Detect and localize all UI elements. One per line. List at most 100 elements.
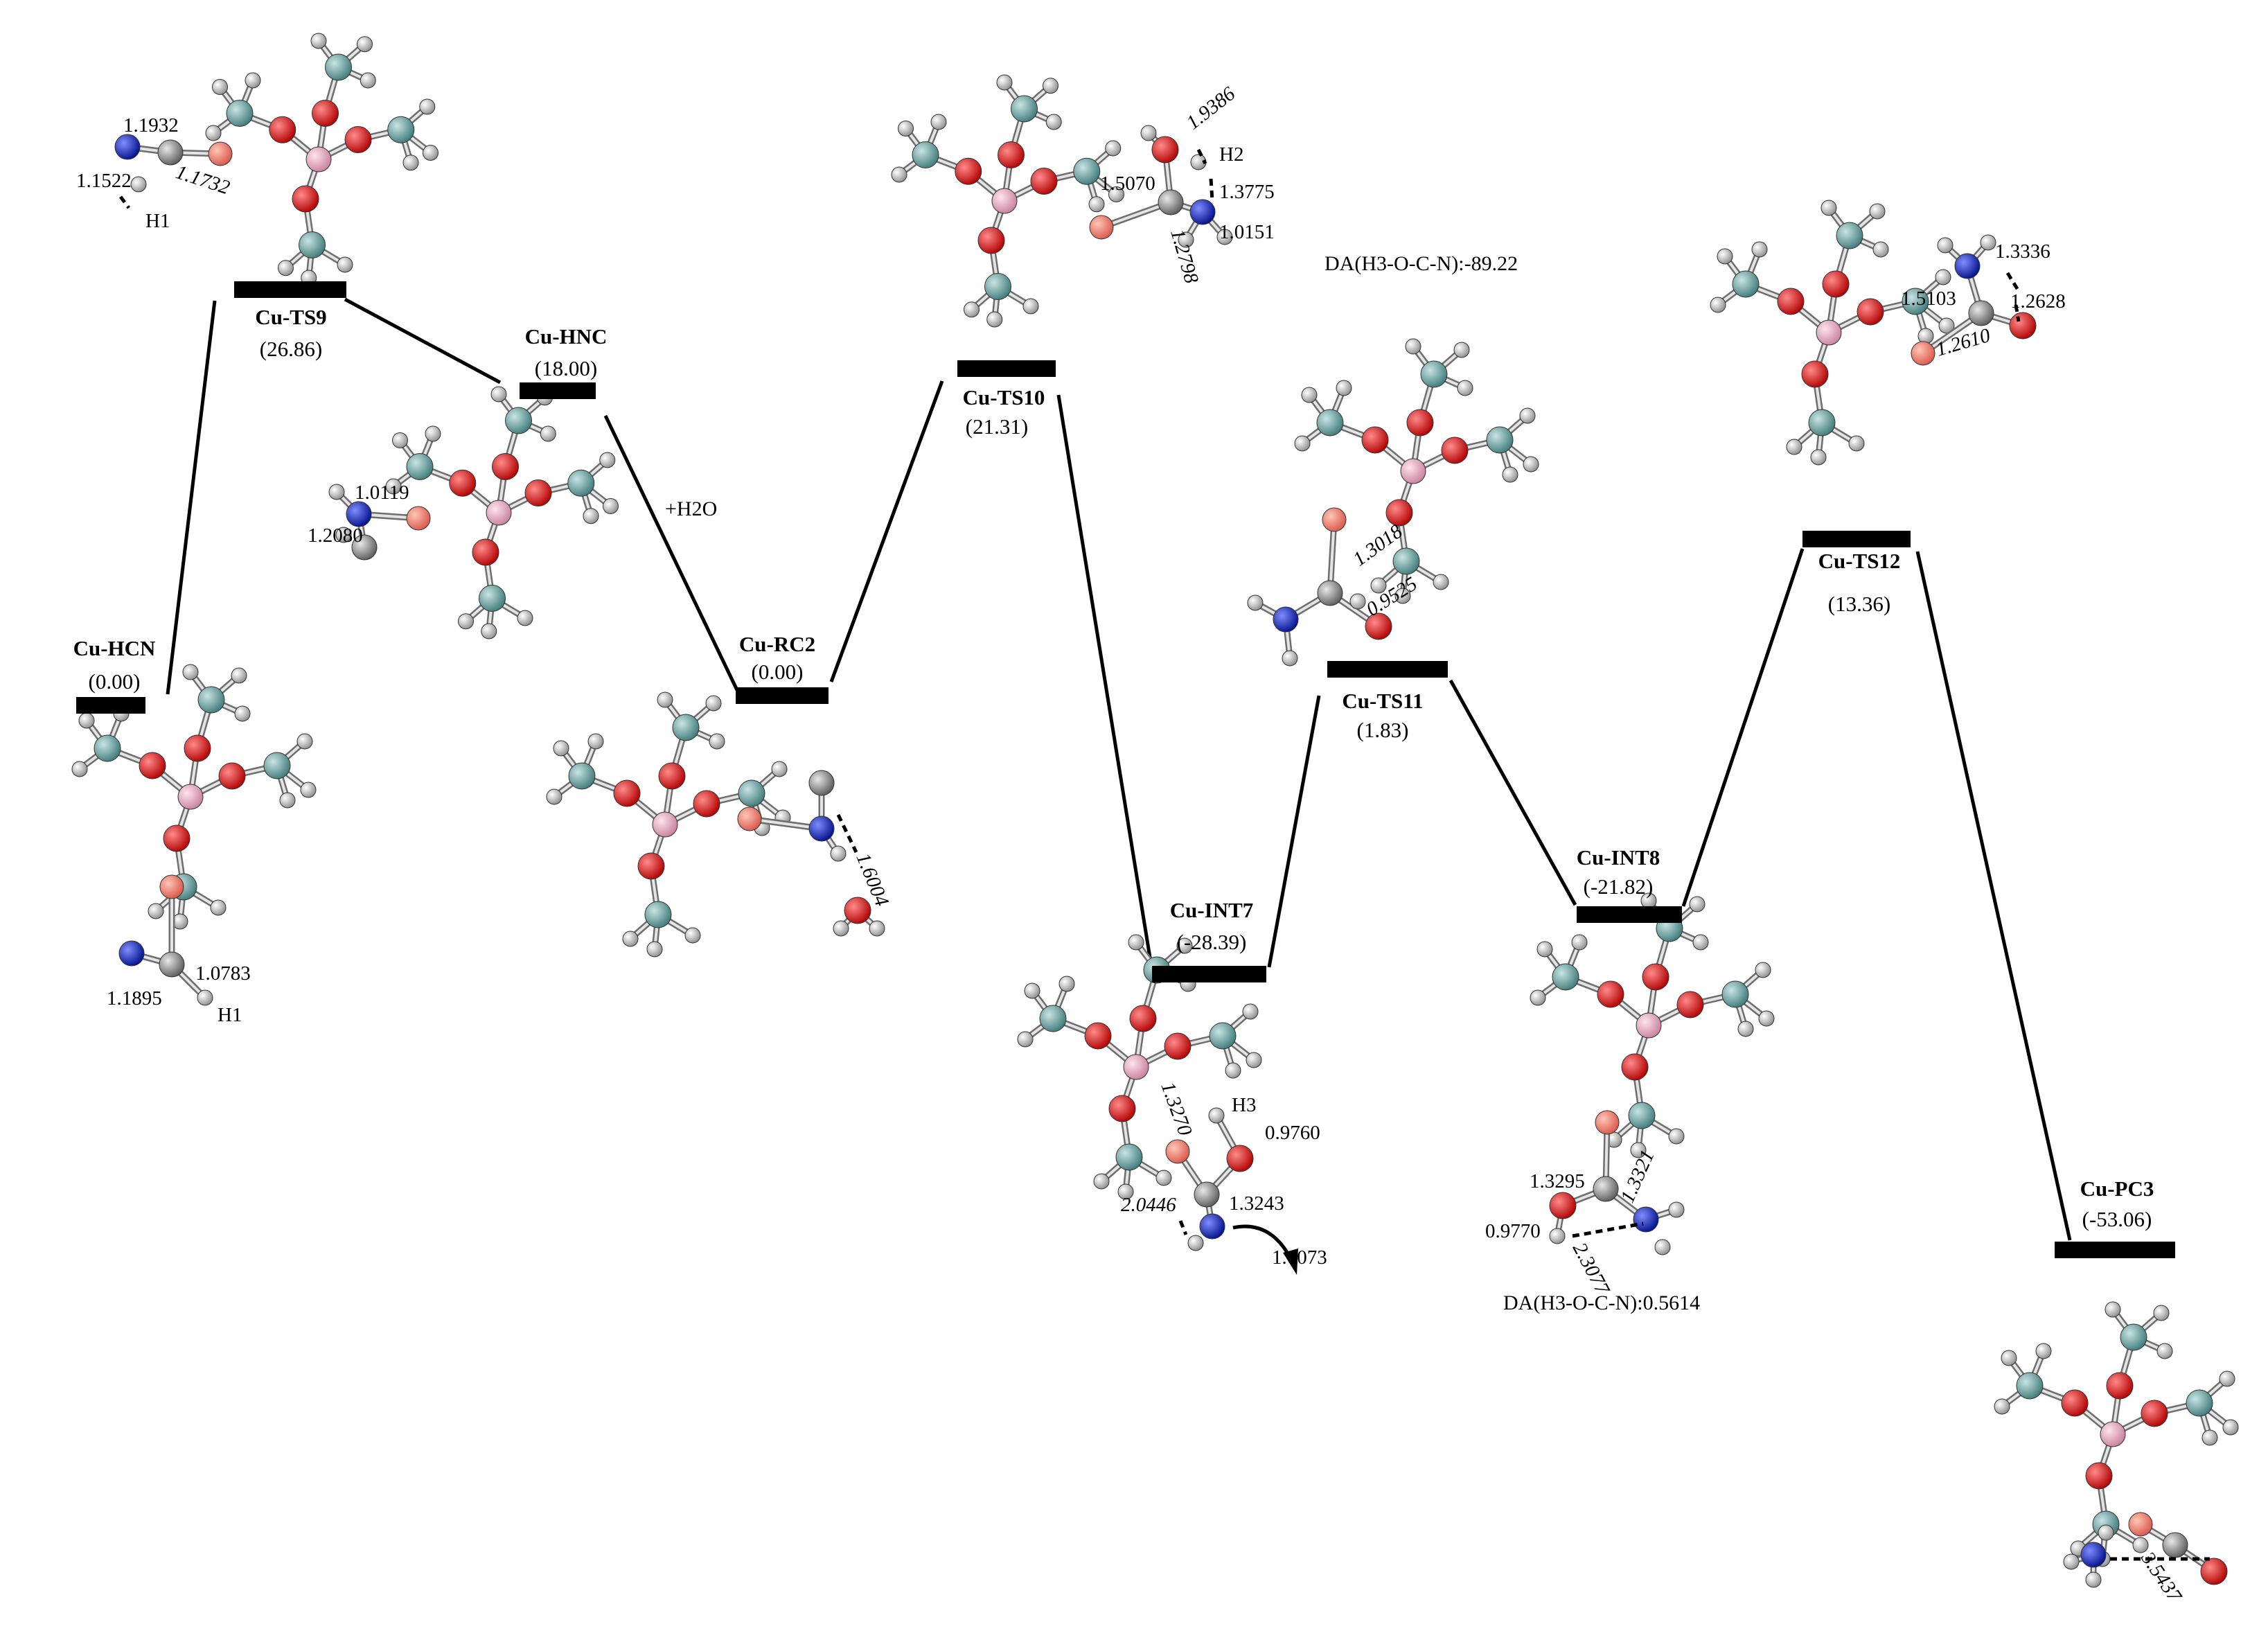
nitrogen-atom — [1273, 606, 1299, 633]
level-energy: (-21.82) — [1584, 874, 1654, 899]
carbon-atom — [159, 951, 185, 978]
carbon-atom — [1968, 300, 1994, 326]
level-energy: (-53.06) — [2082, 1207, 2152, 1231]
hydrogen-atom — [1140, 125, 1157, 141]
hydrogen-atom — [964, 301, 980, 318]
bond-length: 1.2628 — [2010, 290, 2066, 312]
carbon-atom — [2186, 1389, 2213, 1417]
hydrogen-atom — [2001, 1350, 2017, 1366]
bond-length: 1.2080 — [308, 524, 363, 547]
hydrogen-atom — [148, 903, 164, 919]
oxygen-atom — [2141, 1400, 2168, 1427]
oxygen-atom — [2061, 1389, 2089, 1417]
hydrogen-atom — [599, 452, 616, 468]
level-name: Cu-INT8 — [1577, 845, 1660, 870]
bond-length: 1.0119 — [355, 482, 409, 504]
hydrogen-atom — [1128, 934, 1144, 951]
oxygen-atom — [977, 227, 1005, 254]
hydrogen-atom — [1654, 1239, 1671, 1255]
carbon-atom — [567, 469, 595, 497]
hydrogen-atom — [279, 792, 296, 809]
step-note-h2o: +H2O — [665, 497, 717, 520]
dihedral-note-ts11: DA(H3-O-C-N):-89.22 — [1325, 252, 1518, 275]
molecule-cu-int8-fragment — [1549, 1110, 1685, 1255]
hydrogen-atom — [328, 484, 345, 500]
hydrogen-atom — [930, 114, 947, 130]
hydrogen-atom — [310, 33, 327, 49]
level-energy: (-28.39) — [1177, 930, 1247, 954]
carbon-atom — [912, 141, 939, 168]
hydrogen-atom — [1093, 1173, 1110, 1190]
level-cu-hcn: Cu-HCN (0.00) — [73, 636, 156, 694]
carbon-atom — [325, 53, 352, 81]
hydrogen-atom — [1178, 231, 1194, 248]
hydrogen-atom — [1630, 1142, 1647, 1158]
energy-bar-cu-int7 — [1152, 966, 1266, 982]
hydrogen-atom — [1869, 203, 1886, 220]
hydrogen-atom — [1710, 297, 1726, 313]
hydrogen-atom — [2219, 1370, 2235, 1387]
carbon-atom — [1317, 580, 1343, 606]
hydrogen-atom — [1810, 449, 1827, 466]
oxygen-atom — [998, 141, 1025, 168]
hydrogen-atom — [2105, 1301, 2121, 1318]
hydrogen-atom — [1786, 439, 1802, 455]
oxygen-atom — [1084, 1022, 1112, 1050]
hydrogen-atom — [1394, 588, 1411, 604]
hydrogen-atom — [1751, 241, 1768, 258]
energy-bar-cu-rc2 — [736, 687, 829, 704]
oxygen-atom — [658, 762, 686, 790]
level-energy: (26.86) — [260, 337, 322, 361]
hydrogen-atom — [1692, 934, 1709, 951]
bond-length: 1.3775 — [1219, 181, 1275, 203]
bond-length: 1.3336 — [1995, 240, 2050, 263]
hydrogen-atom — [622, 931, 639, 947]
level-name: Cu-TS9 — [255, 305, 326, 329]
hydrogen-atom — [1519, 407, 1536, 424]
hydrogen-atom — [490, 386, 507, 403]
oxygen-atom — [184, 734, 211, 762]
oxygen-atom — [1151, 136, 1179, 164]
pathway-line — [344, 297, 502, 385]
hydrogen-atom — [1935, 269, 1951, 285]
carbon-atom — [1902, 288, 1929, 315]
level-cu-hnc: Cu-HNC (18.00) — [525, 324, 608, 380]
carbon-atom — [1194, 1181, 1220, 1208]
carbon-atom — [479, 585, 506, 612]
copper-atom — [737, 806, 762, 831]
level-name: Cu-TS11 — [1342, 689, 1423, 713]
hydrogen-atom — [234, 705, 251, 722]
hydrogen-atom — [245, 72, 261, 89]
hydrogen-atom — [335, 527, 352, 543]
bond-length: 0.9770 — [1485, 1220, 1541, 1242]
hydrogen-atom — [2085, 1571, 2102, 1588]
hydrogen-atom — [337, 256, 353, 273]
bond-length: 1.9386 — [1182, 82, 1240, 134]
molecule-cu-ts12-fragment — [1911, 234, 2037, 366]
molecule-cu-hcn-cluster — [71, 664, 317, 930]
level-energy: (13.36) — [1828, 592, 1890, 616]
hydrogen-atom — [540, 425, 556, 442]
hydrogen-atom — [423, 145, 438, 161]
energy-bar-cu-hcn — [76, 697, 145, 714]
boron-atom — [305, 146, 332, 173]
oxygen-atom — [269, 116, 296, 143]
hydrogen-atom — [278, 260, 294, 276]
nitrogen-atom — [1199, 1213, 1225, 1240]
molecule-cu-ts12-cluster — [1710, 200, 1955, 466]
hydrogen-atom — [1937, 237, 1954, 254]
level-cu-ts11: Cu-TS11 (1.83) — [1342, 689, 1423, 742]
pathway-connectors — [166, 297, 2072, 1241]
level-cu-int8: Cu-INT8 (-21.82) — [1577, 845, 1660, 899]
carbon-atom — [387, 116, 415, 143]
oxygen-atom — [1385, 499, 1413, 527]
bond-length: 1.5070 — [1100, 173, 1155, 195]
boron-atom — [1816, 319, 1842, 346]
carbon-atom — [2162, 1532, 2188, 1558]
hydrogen-atom — [1017, 1031, 1034, 1048]
hydrogen-atom — [205, 125, 222, 141]
hydrogen-atom — [210, 899, 227, 916]
hydrogen-atom — [402, 155, 419, 171]
carbon-atom — [263, 752, 291, 779]
atom-label: H1 — [145, 210, 170, 232]
